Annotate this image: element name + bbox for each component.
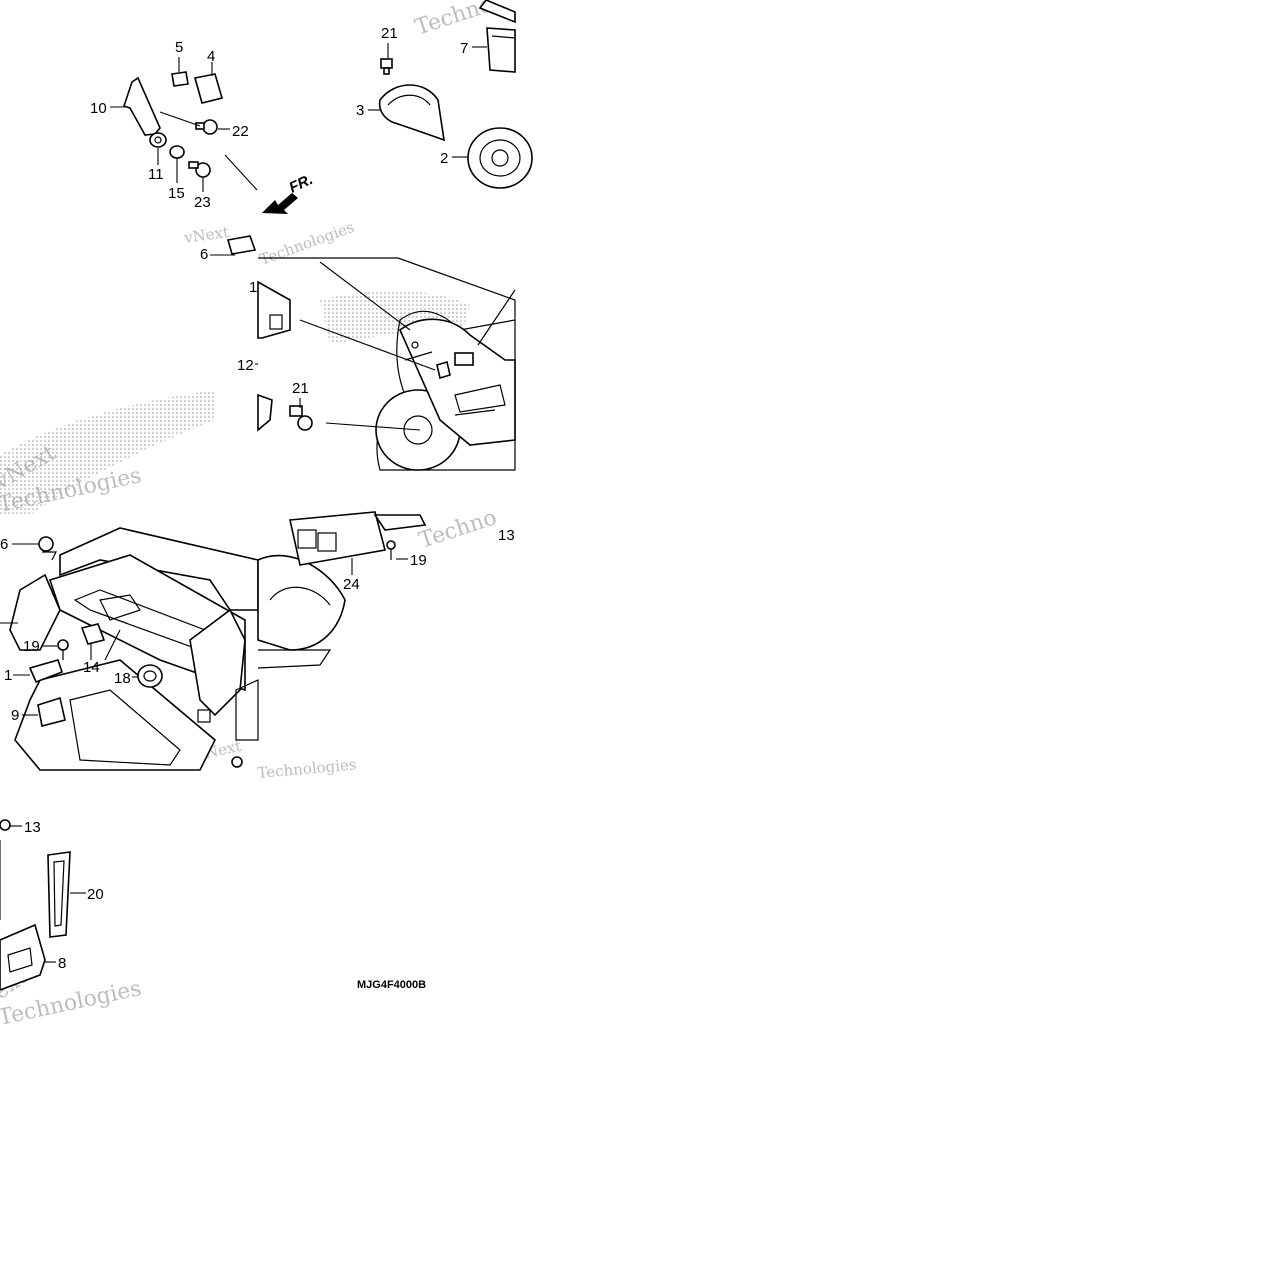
bolt-23 xyxy=(188,161,211,178)
bracket-partial xyxy=(373,514,427,531)
callout-9: 9 xyxy=(11,707,19,724)
callout-24: 24 xyxy=(343,576,360,593)
horn-2 xyxy=(467,127,533,189)
callout-12: 12 xyxy=(237,357,254,374)
cover-top xyxy=(478,0,516,24)
callout-6b: 6 xyxy=(0,536,8,553)
bolt-21 xyxy=(289,405,313,431)
grommet-11 xyxy=(149,132,167,148)
watermark-text: Technologies xyxy=(257,218,356,269)
screw-19 xyxy=(386,540,396,560)
horn-3 xyxy=(378,84,445,142)
callout-6: 6 xyxy=(200,246,208,263)
clip-6 xyxy=(38,536,57,561)
callout-5: 5 xyxy=(175,39,183,56)
connector-6 xyxy=(226,235,257,255)
callout-11: 11 xyxy=(148,166,164,183)
watermark-text: Techno xyxy=(416,505,500,553)
band-18 xyxy=(137,664,163,688)
mounting-bolt-21 xyxy=(380,58,393,75)
callout-1b: 1 xyxy=(4,667,12,684)
callout-19b: 19 xyxy=(410,552,427,569)
callout-21b: 21 xyxy=(292,380,309,397)
callout-3: 3 xyxy=(356,102,364,119)
callout-15: 15 xyxy=(168,185,185,202)
watermark-text: Technologies xyxy=(257,755,357,782)
watermark-text: vNext xyxy=(182,223,230,247)
cover-7 xyxy=(486,27,516,73)
callout-22: 22 xyxy=(232,123,249,140)
motorcycle-overview xyxy=(258,257,516,471)
callout-13b: 13 xyxy=(24,819,41,836)
logo-wing-watermark xyxy=(0,390,215,515)
callout-8: 8 xyxy=(58,955,66,972)
clamp-14 xyxy=(80,623,106,645)
bracket-10 xyxy=(122,76,161,136)
rubber-band-20 xyxy=(47,851,71,938)
callout-21: 21 xyxy=(381,25,398,42)
ecu-module-1 xyxy=(257,280,291,339)
diagram-code: MJG4F4000B xyxy=(357,979,426,991)
collar-15 xyxy=(169,145,185,159)
callout-1: 1 xyxy=(249,279,257,296)
control-unit-24 xyxy=(289,511,386,566)
callout-23: 23 xyxy=(194,194,211,211)
callout-14: 14 xyxy=(83,659,100,676)
callout-4: 4 xyxy=(207,48,215,65)
callout-7: 7 xyxy=(460,40,468,57)
bolt-small xyxy=(231,756,243,768)
bolt-22 xyxy=(195,119,218,135)
screw-19 xyxy=(57,639,69,660)
callout-19: 19 xyxy=(23,638,40,655)
relay-4 xyxy=(193,73,224,104)
rubber-mount-5 xyxy=(171,71,189,87)
cover-8 xyxy=(0,923,46,991)
saddlebag-overview xyxy=(235,554,346,741)
holder-9 xyxy=(37,696,66,727)
callout-2: 2 xyxy=(440,150,448,167)
front-direction-arrow: FR. xyxy=(262,171,316,214)
bracket-partial xyxy=(257,393,273,432)
callout-10: 10 xyxy=(90,100,107,117)
svg-text:FR.: FR. xyxy=(287,171,316,197)
battery-box xyxy=(9,527,259,771)
callout-20: 20 xyxy=(87,886,104,903)
callout-13: 13 xyxy=(498,527,515,544)
connector-1 xyxy=(28,659,64,684)
bolt-13 xyxy=(0,819,11,831)
callout-18: 18 xyxy=(114,670,131,687)
